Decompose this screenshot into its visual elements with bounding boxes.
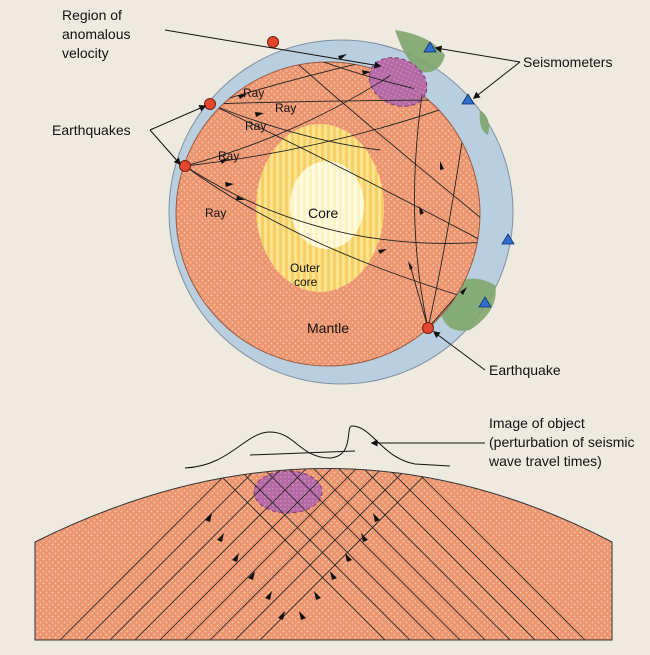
anomaly-region — [368, 57, 428, 107]
seismometers-label: Seismometers — [523, 54, 612, 70]
globe: Ray Ray Ray Ray Ray Core Outer core Mant… — [168, 30, 515, 385]
earthquake-dot — [267, 36, 279, 48]
outer-core-label: core — [294, 275, 318, 289]
ray-label: Ray — [245, 119, 266, 133]
section-anomaly — [253, 470, 323, 514]
baseline — [249, 450, 356, 456]
ray-label: Ray — [275, 101, 296, 115]
anomalous-region-label: anomalous — [62, 26, 131, 42]
ray-arrows — [220, 54, 467, 295]
mantle-label: Mantle — [307, 320, 349, 336]
earthquake-dot — [422, 322, 434, 334]
earthquake-dot — [179, 160, 191, 172]
seismometer-markers — [423, 41, 515, 308]
core-label: Core — [308, 205, 339, 221]
section-body — [34, 468, 613, 641]
section-ray-arrows — [205, 513, 380, 620]
seismometer-icon — [461, 93, 475, 105]
outer-core-label: Outer — [290, 261, 320, 275]
perturbation-curve — [184, 425, 451, 469]
earthquake-dot — [204, 98, 216, 110]
ray-label: Ray — [218, 149, 239, 163]
earthquakes-label: Earthquakes — [52, 122, 131, 138]
cross-section — [34, 425, 613, 641]
earthquake-label: Earthquake — [489, 362, 561, 378]
image-of-object-label: (perturbation of seismic — [489, 434, 635, 450]
seismometer-icon — [423, 41, 437, 53]
image-of-object-label: Image of object — [489, 415, 585, 431]
inner-core — [290, 161, 364, 249]
ray-label: Ray — [243, 86, 264, 100]
image-of-object-label: wave travel times) — [488, 453, 602, 469]
seismometer-icon — [478, 296, 492, 308]
ray-label: Ray — [205, 206, 226, 220]
earthquake-markers — [179, 36, 434, 334]
leader-lines — [149, 29, 521, 447]
seismometer-icon — [501, 233, 515, 245]
anomalous-region-label: Region of — [62, 7, 122, 23]
anomalous-region-label: velocity — [62, 45, 109, 61]
section-rays — [59, 468, 586, 640]
